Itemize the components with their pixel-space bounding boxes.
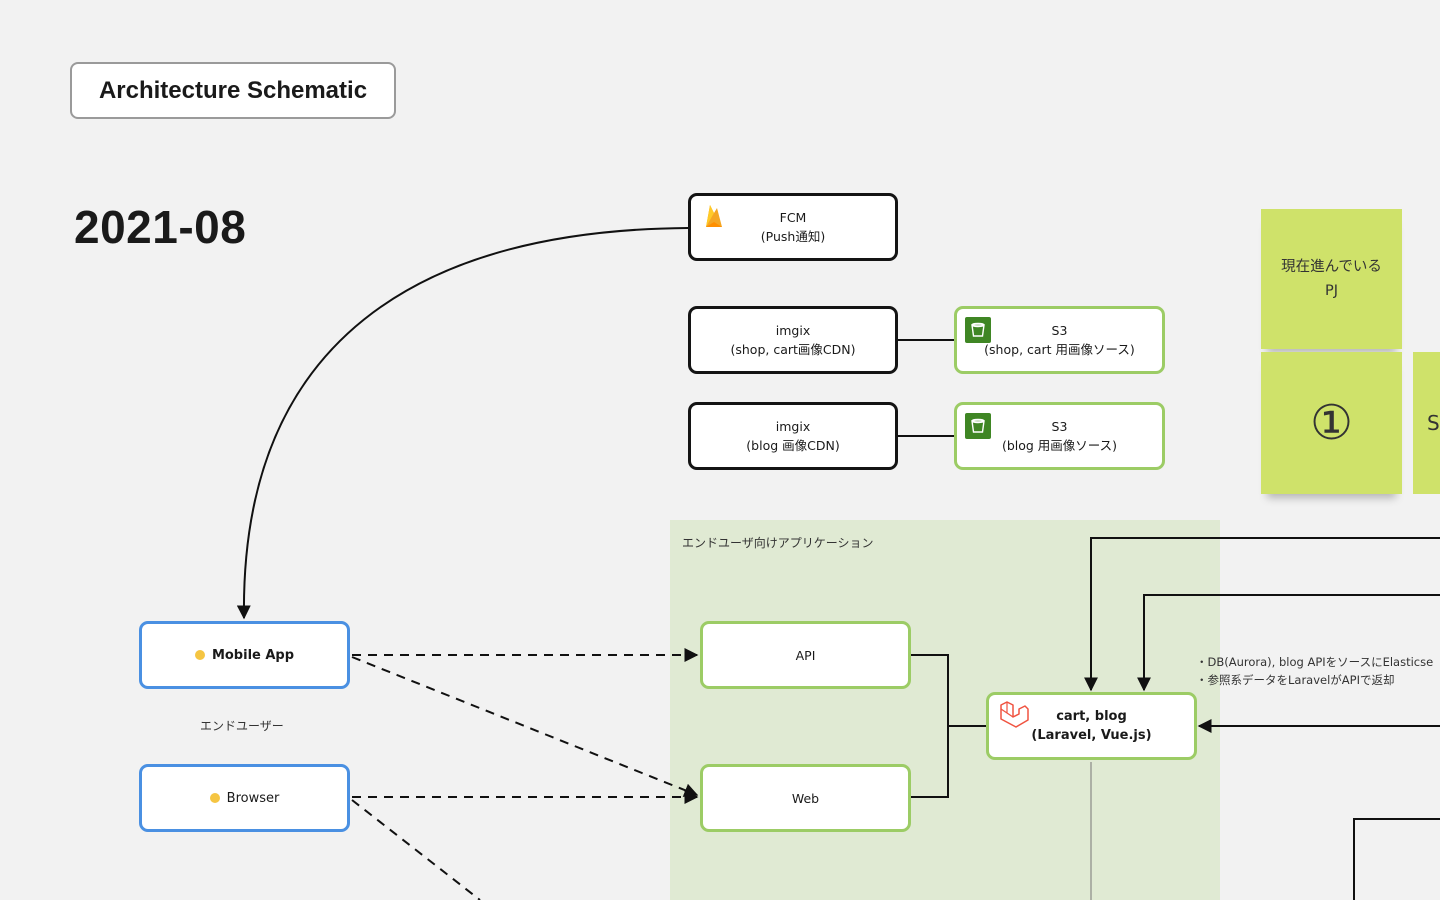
- imgix-shop-subtitle: (shop, cart画像CDN): [730, 342, 856, 357]
- sticky-current-pj[interactable]: 現在進んでいる PJ: [1261, 209, 1402, 349]
- imgix-shop-title: imgix: [775, 323, 811, 338]
- cart-blog-subtitle: (Laravel, Vue.js): [1031, 728, 1152, 743]
- imgix-blog-subtitle: (blog 画像CDN): [746, 438, 840, 453]
- note-line-1: ・DB(Aurora), blog APIをソースにElasticse: [1196, 655, 1434, 669]
- sticky-partial-text: S: [1427, 411, 1440, 435]
- s3-bucket-icon: [965, 413, 991, 439]
- sticky-number-one[interactable]: ①: [1261, 352, 1402, 494]
- fcm-subtitle: (Push通知): [760, 229, 826, 244]
- fcm-title: FCM: [779, 210, 807, 225]
- sticky-current-pj-line1: 現在進んでいる: [1281, 259, 1382, 275]
- top-feed-2: [1137, 594, 1440, 692]
- mobile-to-web-dashed: [351, 656, 699, 797]
- s3-bucket-icon: [965, 317, 991, 343]
- s3-shop-title: S3: [1051, 323, 1068, 338]
- mobile-app-node[interactable]: Mobile App: [139, 621, 350, 689]
- s3-shop-subtitle: (shop, cart 用画像ソース): [984, 342, 1135, 357]
- zone-label: エンドユーザ向けアプリケーション: [682, 536, 874, 550]
- imgix-blog-title: imgix: [775, 419, 811, 434]
- s3-blog-node[interactable]: S3 (blog 用画像ソース): [954, 402, 1165, 470]
- s3-shop-node[interactable]: S3 (shop, cart 用画像ソース): [954, 306, 1165, 374]
- browser-node[interactable]: Browser: [139, 764, 350, 832]
- fcm-node[interactable]: FCM (Push通知): [688, 193, 898, 261]
- api-web-to-cart-connector: [910, 654, 949, 798]
- note-line-2: ・参照系データをLaravelがAPIで返却: [1196, 673, 1395, 687]
- end-user-caption: エンドユーザー: [200, 719, 284, 733]
- cart-blog-title: cart, blog: [1056, 709, 1127, 724]
- cart-blog-node[interactable]: cart, blog (Laravel, Vue.js): [986, 692, 1197, 760]
- board-title[interactable]: Architecture Schematic: [70, 62, 396, 119]
- sticky-partial[interactable]: S: [1413, 352, 1440, 494]
- laravel-icon: [1000, 701, 1029, 728]
- fcm-to-mobile-connector: [236, 227, 689, 620]
- browser-label: Browser: [226, 790, 280, 806]
- offscreen-box-edge: [1353, 818, 1440, 900]
- imgix-blog-node[interactable]: imgix (blog 画像CDN): [688, 402, 898, 470]
- date-heading: 2021-08: [74, 201, 247, 253]
- api-label: API: [795, 647, 816, 663]
- s3-blog-subtitle: (blog 用画像ソース): [1001, 438, 1118, 453]
- top-feed-1: [1084, 537, 1440, 692]
- smiley-icon: [194, 650, 205, 660]
- sticky-current-pj-line2: PJ: [1324, 283, 1339, 299]
- api-node[interactable]: API: [700, 621, 911, 689]
- mobile-app-label: Mobile App: [211, 647, 295, 663]
- firebase-icon: [706, 205, 722, 227]
- board-title-text: Architecture Schematic: [98, 76, 368, 104]
- imgix-shop-node[interactable]: imgix (shop, cart画像CDN): [688, 306, 898, 374]
- smiley-icon: [209, 793, 220, 803]
- sticky-number-one-text: ①: [1309, 395, 1354, 451]
- s3-blog-title: S3: [1051, 419, 1068, 434]
- web-node[interactable]: Web: [700, 764, 911, 832]
- browser-offscreen-dashed: [351, 799, 481, 900]
- web-label: Web: [791, 790, 820, 806]
